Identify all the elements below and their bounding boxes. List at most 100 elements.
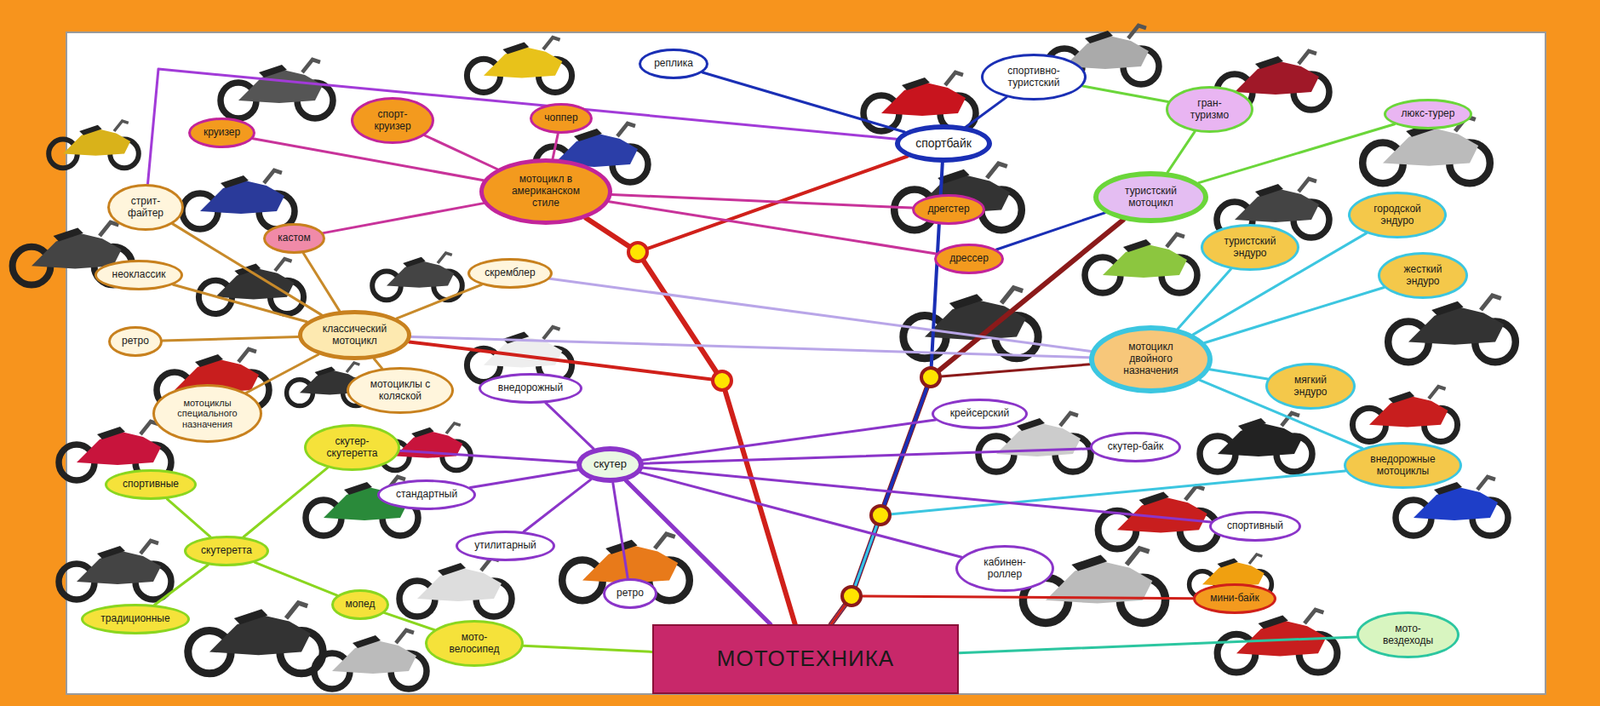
category-ellipse: мото-велосипед [424, 619, 524, 667]
junction-dot [842, 586, 861, 606]
junction-dot [628, 242, 648, 262]
node-label: спортивные [122, 478, 179, 491]
connector-line [523, 479, 591, 532]
connector-line [396, 284, 482, 319]
node-label: стандартный [395, 488, 458, 501]
white-panel [66, 32, 1546, 694]
node-label: классический мотоцикл [320, 323, 390, 348]
node-label: внедорожный [498, 382, 563, 395]
category-ellipse: скремблер [467, 258, 553, 289]
node-label: скутеретта [200, 544, 253, 557]
node-label: кастом [277, 232, 310, 245]
category-ellipse: ретро [108, 326, 163, 357]
node-label: скутер-байк [1107, 441, 1164, 454]
node-label: МОТОТЕХНИКА [716, 646, 895, 672]
category-ellipse: мото-вездеходы [1356, 611, 1460, 659]
node-label: мотоцикл в американском стиле [503, 173, 589, 209]
motorcycle-photo [1352, 386, 1457, 442]
category-ellipse: утилитарный [455, 530, 556, 562]
connector-line [831, 219, 1124, 625]
category-ellipse: чоппер [529, 103, 593, 134]
connector-line [640, 472, 962, 557]
node-label: неоклассик [112, 269, 167, 282]
node-label: спортбайк [915, 136, 972, 150]
connector-line [254, 562, 338, 596]
node-label: спортивно-туристский [1000, 65, 1067, 90]
connector-line [252, 138, 484, 181]
connector-line [1210, 369, 1268, 379]
connector-line [613, 482, 628, 579]
connector-line [172, 223, 322, 316]
category-ellipse: мягкий эндуро [1265, 362, 1356, 410]
node-label: внедорожные мотоциклы [1364, 453, 1442, 478]
connector-line [411, 337, 1090, 358]
connector-line [958, 636, 1357, 654]
root-box: МОТОТЕХНИКА [652, 624, 959, 694]
category-ellipse: мопед [331, 589, 390, 620]
motorcycle-photo [1084, 234, 1198, 293]
node-label: мини-байк [1210, 592, 1260, 605]
category-ellipse: мотоцикл двойного назначения [1089, 325, 1213, 394]
category-ellipse: традиционные [80, 603, 190, 635]
category-ellipse: мотоциклы с коляской [346, 367, 454, 414]
motorcycle-photo [466, 37, 572, 92]
category-ellipse: скутеретта [183, 535, 270, 567]
node-label: жесткий эндуро [1395, 263, 1451, 288]
connector-line [523, 645, 653, 652]
node-label: мотоциклы специального назначения [172, 397, 243, 431]
category-ellipse: неоклассик [94, 259, 184, 291]
node-label: мото-велосипед [443, 631, 505, 656]
motorcycle-photo [182, 170, 295, 230]
connector-line [996, 212, 1105, 250]
connector-line [612, 194, 912, 208]
node-label: городской эндуро [1366, 203, 1428, 228]
connector-line [545, 402, 594, 449]
node-label: кабинен-роллер [974, 556, 1036, 581]
connector-line [585, 217, 796, 625]
category-ellipse: спорт-круизер [350, 97, 435, 144]
node-label: стрит-файтер [123, 195, 168, 220]
connector-line [246, 354, 319, 393]
connector-line [162, 336, 299, 341]
category-ellipse: круизер [188, 117, 256, 149]
node-label: скремблер [484, 267, 535, 280]
category-ellipse: реплика [638, 48, 709, 80]
category-ellipse: внедорожный [478, 372, 583, 404]
category-ellipse: стрит-файтер [107, 183, 184, 231]
category-ellipse: спортивные [104, 469, 197, 500]
node-label: спорт-круизер [367, 108, 418, 133]
node-label: скутер [593, 458, 627, 471]
connector-line [608, 201, 936, 254]
node-label: спортивный [1227, 520, 1284, 533]
connector-line [643, 448, 1090, 464]
connector-line [173, 284, 308, 322]
category-ellipse: городской эндуро [1347, 191, 1447, 239]
category-ellipse: внедорожные мотоциклы [1343, 441, 1463, 489]
category-ellipse: крейсерский [931, 398, 1028, 430]
connector-line [1198, 124, 1395, 184]
category-ellipse: ретро [602, 578, 658, 609]
connector-line [1082, 86, 1169, 103]
scooter-photo [399, 557, 512, 617]
node-label: мотоцикл двойного назначения [1112, 341, 1190, 377]
category-ellipse: дрессер [934, 243, 1004, 275]
category-ellipse: жесткий эндуро [1377, 252, 1469, 299]
junction-dot [921, 367, 941, 387]
junction-dot [871, 505, 890, 525]
connector-line [831, 364, 1090, 625]
node-label: мягкий эндуро [1283, 374, 1338, 399]
connector-line [323, 203, 484, 234]
node-label: дрессер [949, 252, 989, 265]
connector-line [166, 498, 211, 538]
node-label: ретро [616, 587, 644, 600]
connector-line [1177, 269, 1231, 329]
category-ellipse: кабинен-роллер [955, 544, 1055, 592]
connector-line [470, 470, 579, 488]
node-label: гран-туризмо [1183, 97, 1237, 122]
moped-photo [188, 602, 323, 674]
category-ellipse: туристский эндуро [1200, 223, 1300, 271]
connector-line [550, 278, 1091, 351]
motorcycle-photo [863, 72, 976, 132]
